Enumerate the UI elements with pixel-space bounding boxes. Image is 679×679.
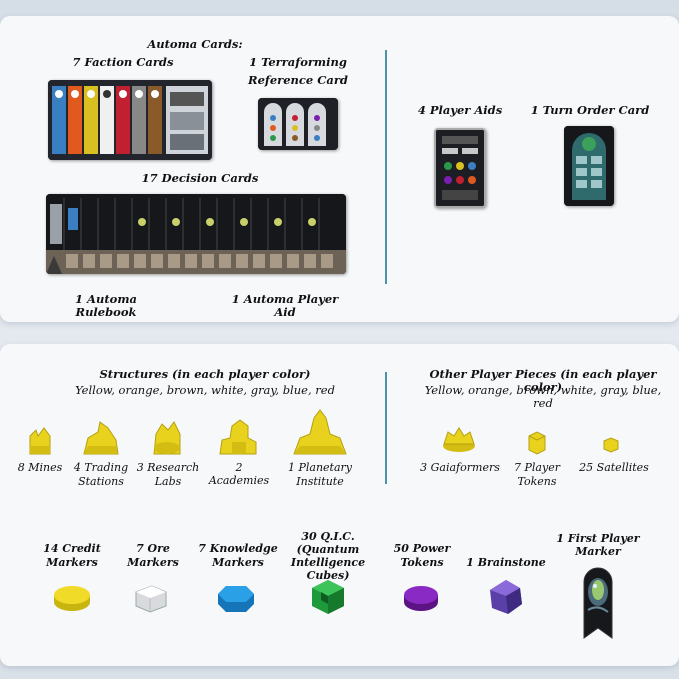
player-tokens-label-1: 7 Player: [514, 461, 560, 474]
automa-heading: Automa Cards:: [147, 37, 243, 51]
faction-cards-label: 7 Faction Cards: [72, 55, 174, 69]
ore-marker-icon: [135, 585, 167, 613]
qic-cube-icon: [312, 580, 344, 614]
faction-cards-image: [48, 80, 212, 160]
research-labs-label-1: 3 Research: [136, 461, 200, 474]
gaiaformers-label: 3 Gaiaformers: [420, 461, 500, 474]
ore-markers-label-2: Markers: [127, 556, 179, 569]
player-aids-label: 4 Player Aids: [417, 103, 503, 117]
trading-station-piece-icon: [83, 421, 119, 455]
qic-label-2: (Quantum: [296, 543, 360, 556]
credit-markers-label-1: 14 Credit: [43, 542, 101, 555]
satellite-piece-icon: [603, 437, 619, 453]
player-tokens-label-2: Tokens: [517, 475, 557, 488]
structures-colors: Yellow, orange, brown, white, gray, blue…: [75, 383, 335, 397]
first-player-marker-icon: [583, 567, 613, 639]
terraforming-card-image: [258, 98, 338, 150]
trading-stations-label-2: Stations: [78, 475, 124, 488]
terraforming-label-2: Reference Card: [248, 73, 348, 87]
power-token-icon: [404, 586, 438, 611]
player-token-icon: [528, 431, 546, 455]
divider-bottom: [385, 372, 387, 484]
power-tokens-label-1: 50 Power: [393, 542, 451, 555]
planetary-institute-piece-icon: [293, 409, 347, 455]
planetary-institute-label-2: Institute: [296, 475, 344, 488]
terraforming-label-1: 1 Terraforming: [249, 55, 347, 69]
trading-stations-label-1: 4 Trading: [73, 461, 129, 474]
turn-order-card-image: [564, 126, 614, 206]
structures-heading: Structures (in each player color): [99, 367, 311, 381]
brainstone-icon: [490, 580, 522, 614]
research-labs-label-2: Labs: [154, 475, 182, 488]
knowledge-markers-label-2: Markers: [212, 556, 264, 569]
other-pieces-heading: Other Player Pieces (in each player colo…: [429, 367, 657, 395]
decision-cards-label: 17 Decision Cards: [141, 171, 259, 185]
power-tokens-label-2: Tokens: [400, 556, 444, 569]
academies-label: 2 Academies: [208, 461, 270, 487]
qic-label-3: Intelligence Cubes): [290, 556, 366, 582]
research-lab-piece-icon: [153, 421, 181, 455]
credit-markers-label-2: Markers: [46, 556, 98, 569]
qic-label-1: 30 Q.I.C.: [301, 530, 355, 543]
mine-piece-icon: [29, 427, 51, 455]
first-player-marker-label-1: 1 First Player: [556, 532, 640, 545]
knowledge-marker-icon: [218, 586, 254, 612]
decision-cards-image: [46, 194, 346, 274]
planetary-institute-label-1: 1 Planetary: [287, 461, 353, 474]
divider-top: [385, 50, 387, 284]
player-aid-card-image: [434, 128, 486, 208]
gaiaformer-piece-icon: [443, 427, 475, 452]
brainstone-label: 1 Brainstone: [466, 556, 546, 569]
automa-player-aid-label: 1 Automa Player Aid: [231, 292, 339, 320]
first-player-marker-label-2: Marker: [575, 545, 621, 558]
satellites-label: 25 Satellites: [579, 461, 649, 474]
turn-order-label: 1 Turn Order Card: [530, 103, 650, 117]
other-pieces-colors: Yellow, orange, brown, white, gray, blue…: [424, 383, 662, 411]
mines-label: 8 Mines: [17, 461, 63, 474]
academy-piece-icon: [219, 419, 257, 455]
ore-markers-label-1: 7 Ore: [136, 542, 170, 555]
credit-marker-icon: [54, 586, 90, 611]
components-panel-pieces: [0, 344, 679, 666]
knowledge-markers-label-1: 7 Knowledge: [198, 542, 278, 555]
automa-rulebook-label: 1 Automa Rulebook: [75, 292, 137, 320]
